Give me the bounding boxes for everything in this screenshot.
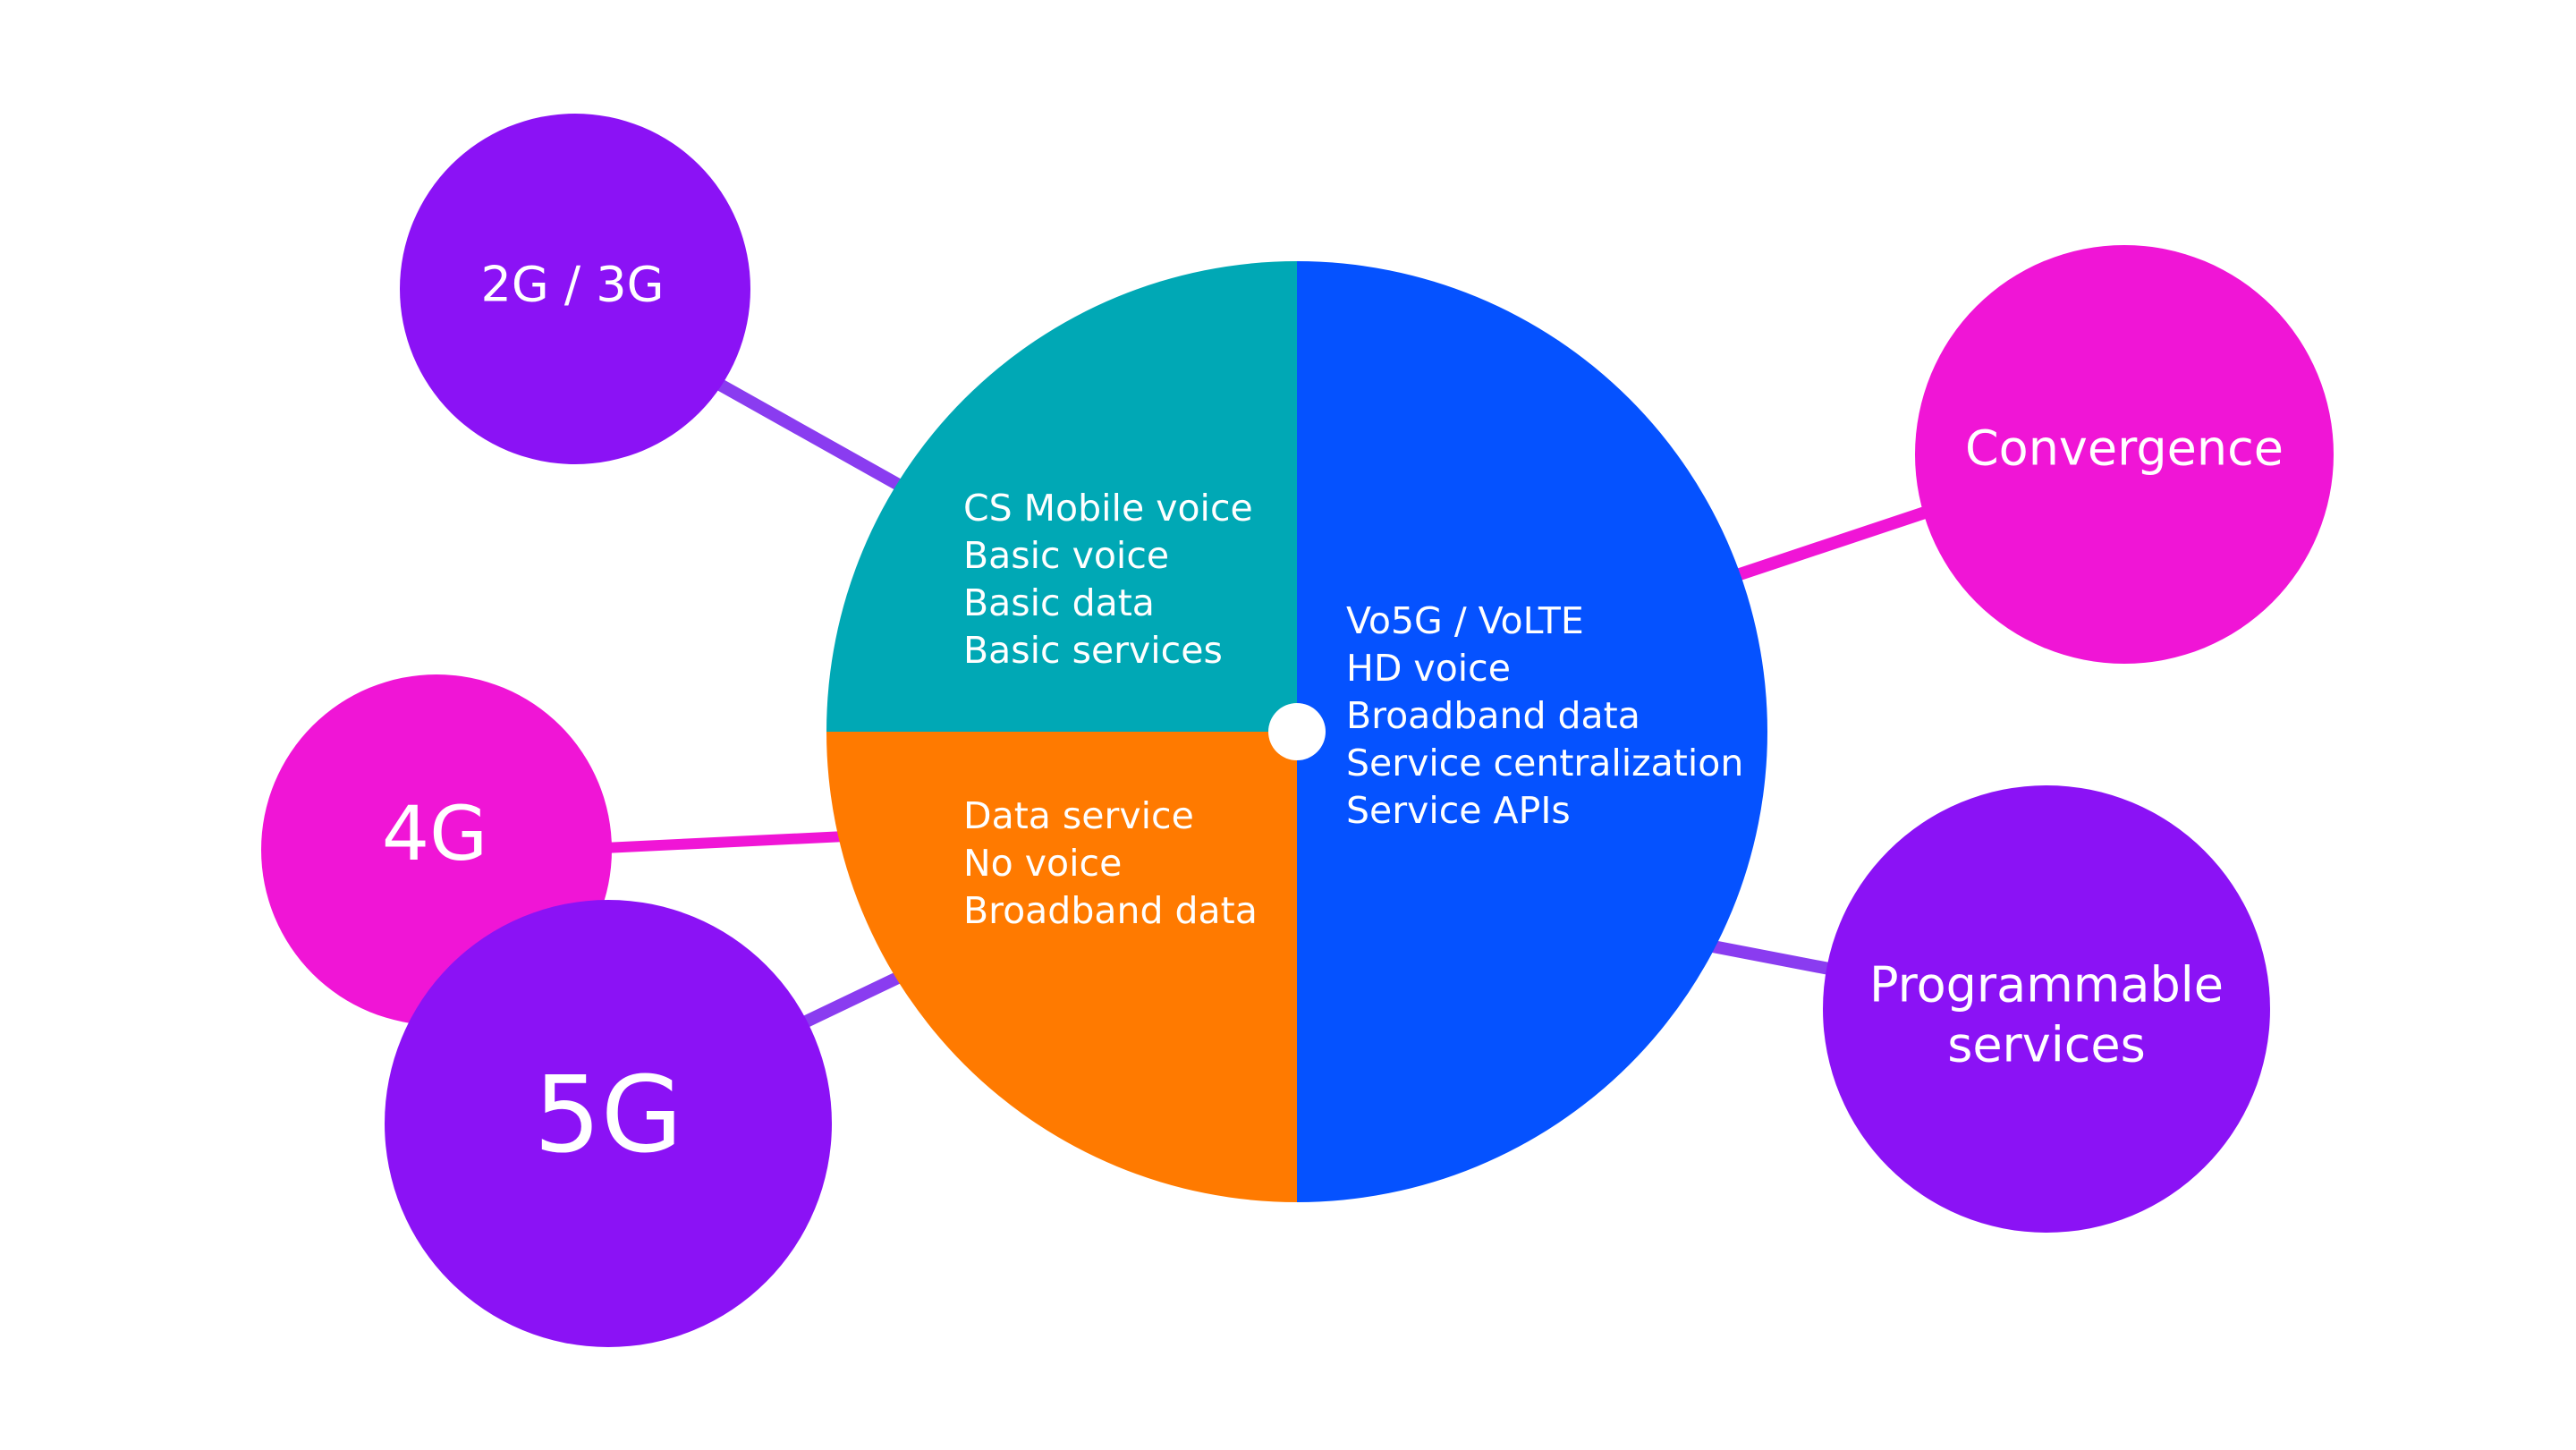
segment-line: Service APIs — [1346, 789, 1571, 832]
bubble-2g3g-label: 2G / 3G — [481, 257, 665, 313]
bubble-convergence-label: Convergence — [1965, 420, 2284, 477]
segment-line: Basic voice — [963, 534, 1169, 577]
central-pie — [826, 261, 1767, 1202]
segment-line: HD voice — [1346, 647, 1511, 690]
connector-programmable — [1711, 940, 1831, 975]
bubble-programmable-services: Programmable services — [1823, 785, 2270, 1233]
segment-line: CS Mobile voice — [963, 487, 1253, 530]
bubble-convergence: Convergence — [1915, 245, 2334, 664]
connector-2g3g — [716, 378, 907, 494]
bubble-5g-label: 5G — [534, 1053, 683, 1176]
segment-line: Broadband data — [1346, 694, 1640, 737]
segment-top-left — [826, 261, 1297, 732]
segment-top-left-text: CS Mobile voice Basic voice Basic data B… — [963, 487, 1265, 672]
center-dot — [1268, 703, 1326, 760]
segment-right-text: Vo5G / VoLTE HD voice Broadband data Ser… — [1346, 599, 1755, 832]
segment-line: Vo5G / VoLTE — [1346, 599, 1584, 642]
bubble-2g3g-circle — [400, 114, 750, 464]
segment-line: Broadband data — [963, 889, 1258, 932]
segment-line: No voice — [963, 842, 1122, 885]
segment-bottom-left — [826, 732, 1297, 1202]
connector-5g — [797, 969, 907, 1030]
connector-convergence — [1737, 505, 1930, 581]
bubble-programmable-label-1: Programmable — [1869, 957, 2224, 1013]
segment-right — [1297, 261, 1767, 1202]
bubble-5g: 5G — [385, 900, 832, 1347]
segment-bottom-left-text: Data service No voice Broadband data — [963, 794, 1258, 932]
connector-4g — [603, 831, 846, 853]
bubble-programmable-label-2: services — [1947, 1017, 2146, 1073]
bubble-4g-label: 4G — [382, 790, 488, 878]
bubble-programmable-circle — [1823, 785, 2270, 1233]
bubble-convergence-circle — [1915, 245, 2334, 664]
segment-line: Data service — [963, 794, 1194, 837]
bubble-2g3g: 2G / 3G — [400, 114, 750, 464]
segment-line: Basic data — [963, 581, 1155, 624]
bubble-5g-circle — [385, 900, 832, 1347]
segment-line: Service centralization — [1346, 742, 1743, 784]
segment-line: Basic services — [963, 629, 1223, 672]
